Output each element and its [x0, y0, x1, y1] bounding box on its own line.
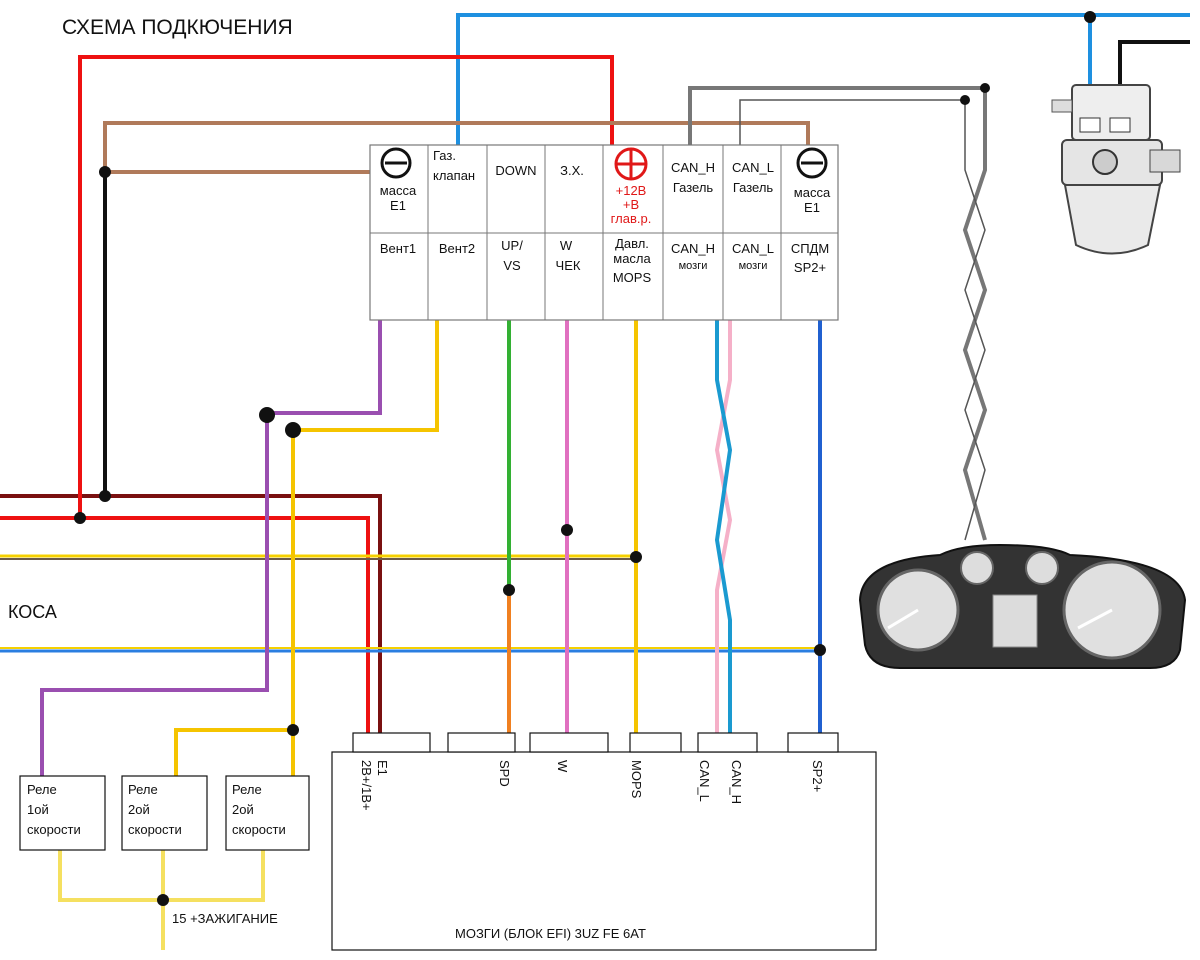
- ecu-pin-label: SP2+: [810, 760, 825, 792]
- pin-label: Газ.: [433, 148, 456, 163]
- pin-label: CAN_H: [671, 160, 715, 175]
- ecu-pin-label: CAN_H: [729, 760, 744, 804]
- svg-text:Реле: Реле: [128, 782, 158, 797]
- wire-vent1-purple: [40, 320, 382, 776]
- pin-label: CAN_L: [732, 241, 774, 256]
- gas-valve-image: [1051, 84, 1181, 255]
- wire-b-plus-red: [0, 516, 370, 733]
- pin-label: Газель: [733, 180, 774, 195]
- pin-label: DOWN: [495, 163, 536, 178]
- pin-label: мозги: [739, 260, 768, 272]
- relay-3: Реле 2ой скорости: [225, 775, 310, 851]
- pin-label: масса: [794, 185, 831, 200]
- pin-label: масла: [613, 251, 651, 266]
- wire-vent2-yellow: [291, 320, 439, 776]
- plus-circle-icon: [614, 147, 648, 181]
- pin-label: W: [560, 238, 573, 253]
- pin-label: Вент2: [439, 241, 475, 256]
- minus-circle-icon: [380, 147, 412, 179]
- pin-label: мозги: [679, 260, 708, 272]
- pin-label: E1: [390, 198, 406, 213]
- svg-text:скорости: скорости: [128, 822, 182, 837]
- relay-2: Реле 2ой скорости: [121, 775, 208, 851]
- pin-label: UP/: [501, 238, 523, 253]
- pin-label: масса: [380, 183, 417, 198]
- wire-ground-brown-top: [103, 121, 810, 172]
- svg-text:2ой: 2ой: [128, 802, 150, 817]
- junction-dots: [74, 11, 1096, 906]
- relay-1: Реле 1ой скорости: [19, 775, 106, 851]
- ecu-pin-label: E1: [375, 760, 390, 776]
- ecu-block: E1 2B+/1B+ SPD W MOPS CAN_L CAN_H SP2+ М…: [331, 732, 877, 951]
- pin-label: +12В: [616, 183, 647, 198]
- pin-label: ЧЕК: [556, 258, 581, 273]
- harness-label: КОСА: [8, 602, 57, 622]
- connector-block: масса E1 Газ. клапан DOWN З.Х. +12В +В г…: [369, 144, 839, 321]
- ecu-pin-label: CAN_L: [697, 760, 712, 802]
- pin-label: SP2+: [794, 260, 826, 275]
- wire-e1-dark-red: [0, 494, 382, 733]
- pin-label: E1: [804, 200, 820, 215]
- svg-text:2ой: 2ой: [232, 802, 254, 817]
- pin-label: Вент1: [380, 241, 416, 256]
- wire-relay2-yellow: [174, 728, 293, 776]
- pin-label: СПДМ: [791, 241, 829, 256]
- svg-text:Реле: Реле: [27, 782, 57, 797]
- ecu-pin-label: MOPS: [629, 760, 644, 799]
- svg-text:скорости: скорости: [27, 822, 81, 837]
- pin-label: З.Х.: [560, 163, 584, 178]
- ecu-pin-label: 2B+/1B+: [359, 760, 374, 811]
- ecu-pin-label: W: [555, 760, 570, 773]
- wire-can-l-gazelle: [739, 99, 986, 541]
- wire-12v-red: [78, 55, 614, 518]
- svg-text:1ой: 1ой: [27, 802, 49, 817]
- diagram-title: СХЕМА ПОДКЮЧЕНИЯ: [62, 16, 293, 39]
- minus-circle-icon: [796, 147, 828, 179]
- svg-text:скорости: скорости: [232, 822, 286, 837]
- pin-label: CAN_L: [732, 160, 774, 175]
- wire-can-h-blue: [714, 312, 733, 733]
- pin-label: MOPS: [613, 270, 652, 285]
- pin-label: глав.р.: [611, 211, 652, 226]
- ecu-label: МОЗГИ (БЛОК EFI) 3UZ FE 6AT: [455, 926, 646, 941]
- pin-label: Давл.: [615, 236, 649, 251]
- harness-wires: [0, 494, 820, 733]
- pin-label: VS: [503, 258, 521, 273]
- pin-label: клапан: [433, 168, 475, 183]
- instrument-cluster-image: [858, 543, 1187, 669]
- svg-text:Реле: Реле: [232, 782, 262, 797]
- ignition-label: 15 +ЗАЖИГАНИЕ: [172, 911, 278, 926]
- ecu-pin-label: SPD: [497, 760, 512, 787]
- wire-gas-valve-blue: [456, 13, 1190, 145]
- pin-label: Газель: [673, 180, 714, 195]
- pin-label: +В: [623, 197, 639, 212]
- pin-label: CAN_H: [671, 241, 715, 256]
